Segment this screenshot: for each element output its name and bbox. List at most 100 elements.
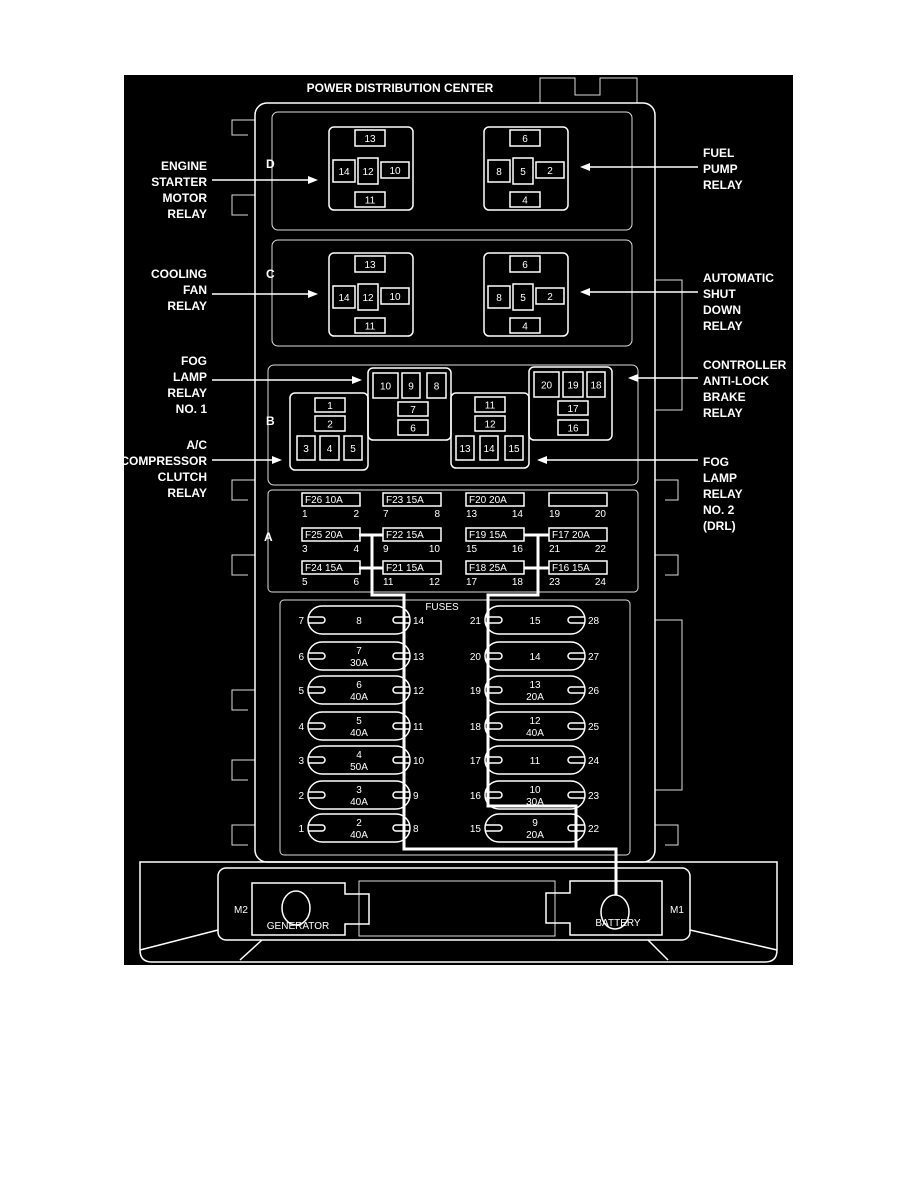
- callout-label-line: A/C: [186, 438, 207, 452]
- fuse-blade-icon: [308, 722, 410, 730]
- section-c-outline: [271, 239, 633, 347]
- battery-label: BATTERY: [595, 918, 641, 929]
- maxi-fuse-body: [484, 641, 586, 671]
- callout-label-line: FOG: [181, 354, 207, 368]
- arrow-left-icon: [580, 288, 590, 296]
- bus-bar-wiring: [359, 533, 618, 895]
- mini-fuse-terminal-right: 4: [353, 544, 359, 555]
- relay-terminal: [343, 435, 363, 461]
- mini-fuse-terminal-left: 3: [302, 544, 308, 555]
- maxi-fuse-number: 7: [356, 646, 362, 657]
- generator-terminal[interactable]: [251, 882, 370, 936]
- mini-fuse-terminal-left: 15: [466, 544, 478, 555]
- maxi-fuse-terminal-left: 2: [298, 791, 304, 802]
- callout-label-line: STARTER: [151, 175, 207, 189]
- relay-terminal-number: 8: [496, 293, 502, 304]
- callout-label-line: NO. 1: [176, 402, 208, 416]
- fuse-blade-icon: [485, 652, 585, 660]
- maxi-fuse-area-outline: [279, 599, 631, 856]
- maxi-fuse-rating: 20A: [526, 692, 544, 703]
- mini-fuse-terminal-right: 24: [595, 577, 607, 588]
- mini-fuse-box: [382, 492, 442, 507]
- relay-terminal-number: 2: [547, 166, 553, 177]
- arrow-right-icon: [308, 176, 318, 184]
- section-a-outline: [267, 489, 639, 593]
- mini-fuse-label: F17 20A: [552, 530, 590, 541]
- maxi-fuse-rating: 40A: [526, 728, 544, 739]
- maxi-fuse-terminal-right: 13: [413, 652, 425, 663]
- maxi-fuse-rating: 30A: [526, 797, 544, 808]
- callout-label-line: RELAY: [703, 178, 743, 192]
- mini-fuse-label: F22 15A: [386, 530, 424, 541]
- maxi-fuse-terminal-right: 9: [413, 791, 419, 802]
- relay-terminal: [401, 372, 421, 399]
- relay-terminal-number: 5: [520, 167, 526, 178]
- relay-terminal-number: 10: [389, 166, 401, 177]
- mini-fuse-terminal-left: 17: [466, 577, 478, 588]
- maxi-fuse-number: 3: [356, 785, 362, 796]
- m2-label: M2: [234, 905, 248, 916]
- mini-fuse-terminal-right: 8: [434, 509, 440, 520]
- maxi-fuse-number: 10: [529, 785, 541, 796]
- callout-label-line: FAN: [183, 283, 207, 297]
- relay-terminal-number: 13: [459, 444, 471, 455]
- relay-terminal-number: 9: [408, 382, 414, 393]
- maxi-fuse-rating: 20A: [526, 830, 544, 841]
- relay-terminal-number: 5: [520, 293, 526, 304]
- section-d-outline: [271, 111, 633, 231]
- section-b-outline: [267, 364, 639, 486]
- callout-label-line: FUEL: [703, 146, 734, 160]
- mini-fuse-terminal-right: 14: [512, 509, 524, 520]
- relay-terminal: [397, 401, 429, 417]
- generator-stud-icon: [281, 890, 311, 926]
- mini-fuse-box: [301, 560, 361, 575]
- mini-fuse-terminal-right: 12: [429, 577, 441, 588]
- battery-terminal[interactable]: [545, 880, 663, 936]
- relay-terminal: [354, 191, 386, 208]
- relay-terminal: [512, 283, 534, 311]
- maxi-fuse-body: [484, 813, 586, 843]
- callout-label-line: COOLING: [151, 267, 207, 281]
- relay-terminal: [474, 396, 506, 413]
- relay-terminal: [487, 285, 511, 309]
- callout-label-line: RELAY: [167, 486, 207, 500]
- mini-fuse-box: [548, 492, 608, 507]
- arrow-right-icon: [272, 456, 282, 464]
- relay-terminal: [357, 283, 379, 311]
